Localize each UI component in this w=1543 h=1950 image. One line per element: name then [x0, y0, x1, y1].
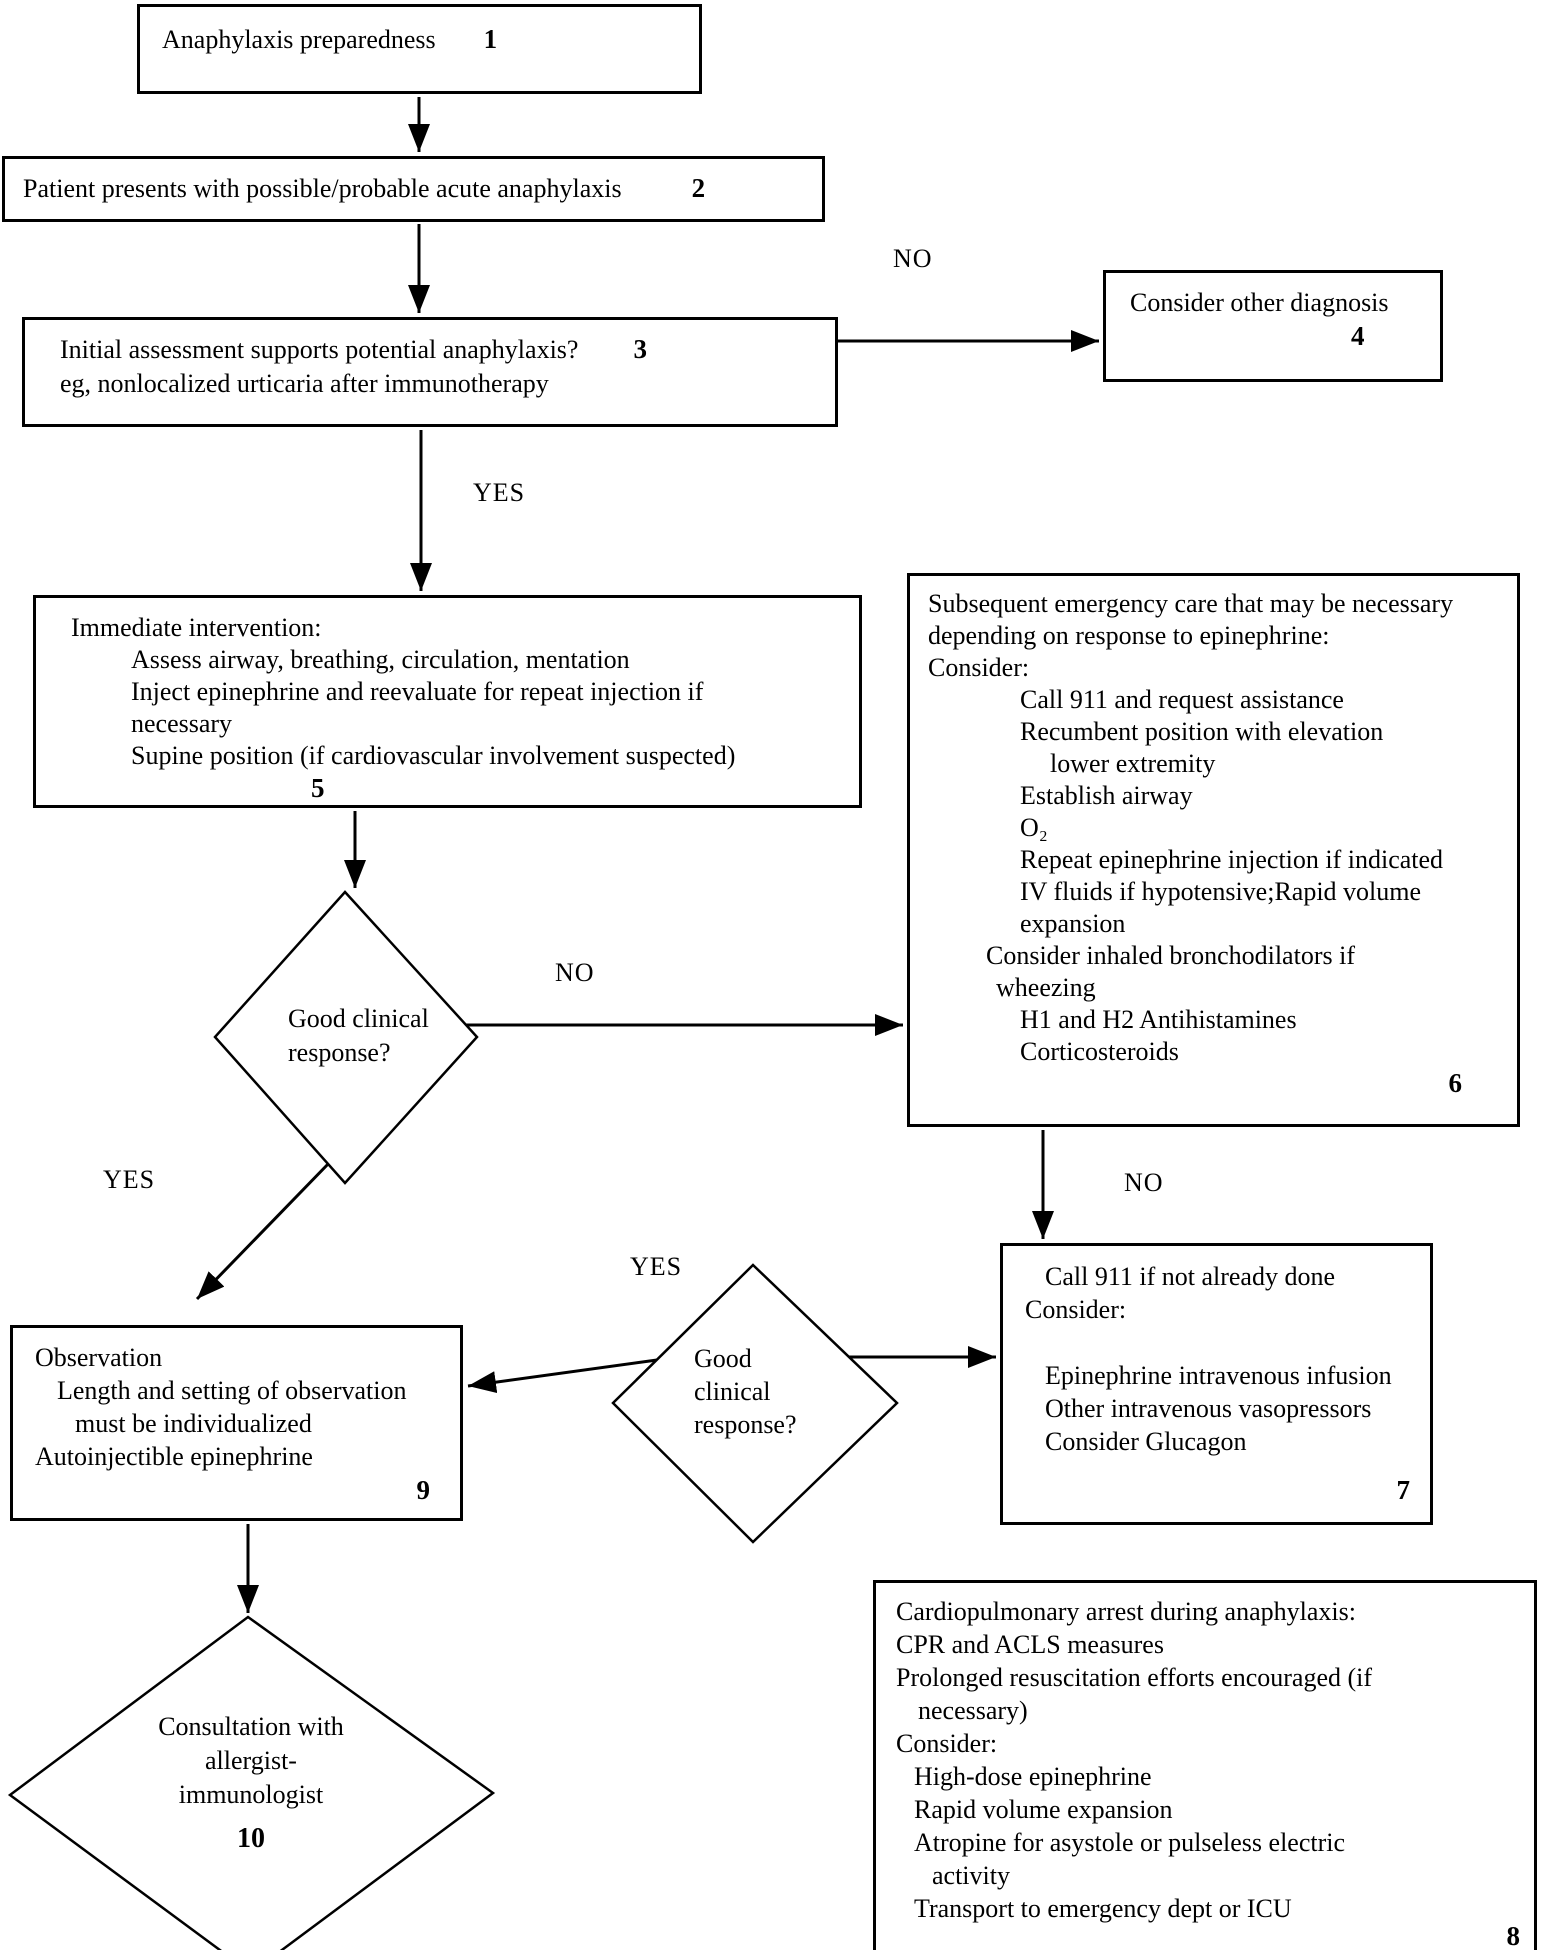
text-line: Consultation with [158, 1712, 344, 1741]
text-line: High-dose epinephrine [914, 1762, 1152, 1791]
box-patient-presents: Patient presents with possible/probable … [2, 156, 825, 222]
text-line: Autoinjectible epinephrine [35, 1442, 313, 1471]
edge-label-yes-response1: YES [103, 1165, 156, 1194]
text-line: must be individualized [75, 1409, 312, 1438]
box-consider-other-diagnosis: Consider other diagnosis 4 [1103, 270, 1443, 382]
text-line: CPR and ACLS measures [896, 1630, 1164, 1659]
node-number: 10 [237, 1823, 265, 1854]
box-anaphylaxis-preparedness: Anaphylaxis preparedness 1 [137, 4, 702, 94]
text-line: response? [694, 1410, 797, 1439]
edge-label-yes-assessment: YES [473, 478, 526, 507]
text-line: Consider inhaled bronchodilators if [986, 941, 1355, 970]
text-line: Other intravenous vasopressors [1045, 1394, 1372, 1423]
decision-label-good-response-2: Good clinical response? [694, 1342, 797, 1441]
text-line: response? [288, 1038, 391, 1067]
text-line: H1 and H2 Antihistamines [1020, 1005, 1297, 1034]
decision-label-good-response-1: Good clinical response? [288, 1002, 429, 1070]
text-line: Subsequent emergency care that may be ne… [928, 589, 1454, 618]
node-number: 8 [1506, 1921, 1521, 1950]
text-line: Call 911 if not already done [1045, 1262, 1336, 1291]
edge-label-no-assessment: NO [893, 244, 933, 273]
text-line: Cardiopulmonary arrest during anaphylaxi… [896, 1597, 1356, 1626]
box-cardiopulmonary-arrest: Cardiopulmonary arrest during anaphylaxi… [873, 1580, 1537, 1950]
arrow-decision1-yes-to-9 [195, 1160, 332, 1301]
edge-label-no-response1: NO [555, 958, 595, 987]
box-label: Patient presents with possible/probable … [23, 174, 622, 203]
text-line: Initial assessment supports potential an… [60, 332, 835, 367]
text-line: Consider other diagnosis [1130, 288, 1389, 317]
text-line: Consider: [1025, 1295, 1127, 1324]
box-call-911: Call 911 if not already done Consider: E… [1000, 1243, 1433, 1525]
text-line: Good clinical [288, 1004, 429, 1033]
box-immediate-intervention: Immediate intervention: Assess airway, b… [33, 595, 862, 808]
node-number: 3 [633, 334, 647, 364]
text-line: Observation [35, 1343, 163, 1372]
text-line: Consider: [928, 653, 1030, 682]
text-line: Rapid volume expansion [914, 1795, 1173, 1824]
text-line: Inject epinephrine and reevaluate for re… [131, 677, 704, 706]
text-line: necessary [131, 709, 233, 738]
text-line: O₂ [1020, 813, 1048, 842]
decision-diamond-good-response-2 [611, 1263, 899, 1544]
text-line: Length and setting of observation [57, 1376, 407, 1405]
text-line: Consider: [896, 1729, 998, 1758]
edge-label-no-subsequent: NO [1124, 1168, 1164, 1197]
text-line: Transport to emergency dept or ICU [914, 1894, 1292, 1923]
node-number: 9 [416, 1475, 431, 1505]
node-number: 6 [1448, 1068, 1463, 1098]
text-line: immunologist [178, 1780, 324, 1809]
text-line: depending on response to epinephrine: [928, 621, 1330, 650]
text-line: Atropine for asystole or pulseless elect… [914, 1828, 1346, 1857]
text-line: eg, nonlocalized urticaria after immunot… [60, 369, 549, 398]
text-line: Patient presents with possible/probable … [23, 172, 822, 205]
node-number: 7 [1396, 1475, 1411, 1505]
text-line [1025, 1326, 1430, 1359]
box-label: Anaphylaxis preparedness [162, 25, 436, 54]
text-line: Epinephrine intravenous infusion [1045, 1361, 1392, 1390]
decision-label-consultation: Consultation with allergist- immunologis… [116, 1710, 386, 1856]
text-line: allergist- [205, 1746, 297, 1775]
text-line: Immediate intervention: [71, 613, 322, 642]
text-line: necessary) [918, 1696, 1028, 1725]
decision-diamond-good-response-1 [213, 890, 479, 1185]
text-line: expansion [1020, 909, 1126, 938]
text-line: Repeat epinephrine injection if indicate… [1020, 845, 1444, 874]
box-subsequent-emergency-care: Subsequent emergency care that may be ne… [907, 573, 1520, 1127]
text-line: activity [932, 1861, 1010, 1890]
text-line: Corticosteroids [1020, 1037, 1179, 1066]
text-line: Prolonged resuscitation efforts encourag… [896, 1663, 1373, 1692]
text-line: Supine position (if cardiovascular invol… [131, 741, 736, 770]
decision-diamond-consultation [7, 1615, 496, 1950]
arrow-decision2-yes-to-9 [467, 1358, 658, 1394]
box-label: Initial assessment supports potential an… [60, 335, 579, 364]
box-initial-assessment: Initial assessment supports potential an… [22, 317, 838, 427]
node-number: 4 [1351, 321, 1365, 351]
text-line: clinical [694, 1377, 771, 1406]
text-line: Recumbent position with elevation [1020, 717, 1384, 746]
node-number: 5 [311, 773, 325, 803]
text-line: Consider Glucagon [1045, 1427, 1247, 1456]
text-line: Call 911 and request assistance [1020, 685, 1344, 714]
text-line: Anaphylaxis preparedness 1 [162, 23, 699, 56]
edge-label-yes-response2: YES [630, 1252, 683, 1281]
text-line: Establish airway [1020, 781, 1193, 810]
node-number: 1 [483, 24, 498, 54]
text-line: Assess airway, breathing, circulation, m… [131, 645, 630, 674]
node-number: 2 [691, 173, 706, 203]
text-line: IV fluids if hypotensive;Rapid volume [1020, 877, 1422, 906]
text-line: Good [694, 1344, 752, 1373]
text-line: lower extremity [1050, 749, 1216, 778]
box-observation: Observation Length and setting of observ… [10, 1325, 463, 1521]
text-line: wheezing [996, 973, 1096, 1002]
